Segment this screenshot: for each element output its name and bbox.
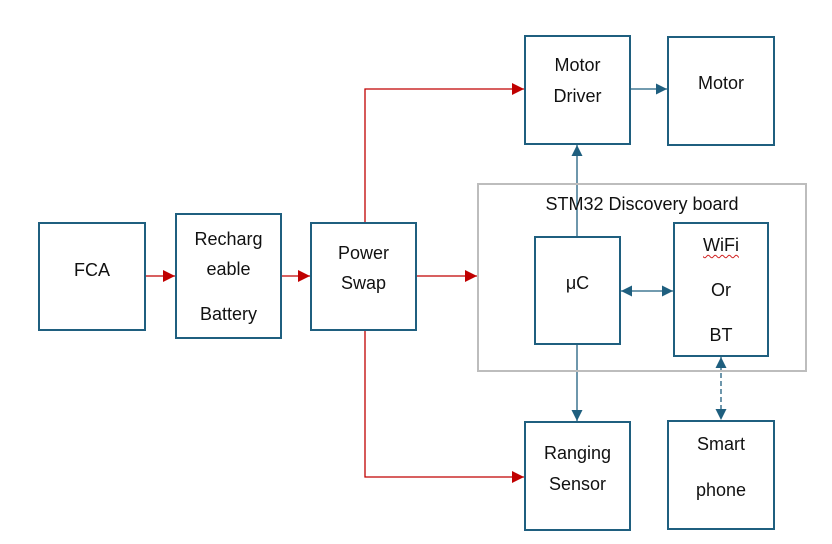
power-swap-label-line1: Power (337, 243, 390, 263)
power-line-swap-motor-driver (364, 83, 524, 222)
wireless-label-line3: BT (709, 325, 733, 345)
ranging-sensor-label-line2: Sensor (548, 474, 607, 494)
smartphone-block: Smart phone (667, 420, 775, 530)
smartphone-label-line2: phone (695, 480, 747, 500)
fca-label: FCA (74, 260, 110, 280)
wireless-label-line2: Or (711, 280, 731, 300)
ranging-sensor-label-line1: Ranging (543, 443, 612, 463)
power-swap-label-line2: Swap (340, 273, 387, 293)
microcontroller-block: μC (534, 236, 621, 345)
motor-driver-block: Motor Driver (524, 35, 631, 145)
battery-label-line3: Battery (199, 304, 258, 324)
motor-block: Motor (667, 36, 775, 146)
wireless-label-line1: WiFi (675, 235, 767, 256)
wifi-text: WiFi (703, 235, 739, 255)
stm32-board-title-text: STM32 Discovery board (545, 194, 739, 214)
rechargeable-battery-block: Recharg eable Battery (175, 213, 282, 339)
fca-block: FCA (38, 222, 146, 331)
motor-driver-label-line2: Driver (553, 86, 602, 106)
power-line-swap-ranging-sensor (364, 331, 524, 483)
smartphone-label-line1: Smart (696, 434, 745, 454)
ranging-sensor-block: Ranging Sensor (524, 421, 631, 531)
stm32-board-title: STM32 Discovery board (477, 194, 807, 215)
microcontroller-label: μC (565, 273, 590, 293)
motor-driver-label-line1: Motor (554, 55, 601, 75)
wireless-module-block: WiFi Or BT (673, 222, 769, 357)
stm32-board-container (477, 183, 807, 372)
power-swap-block: Power Swap (310, 222, 417, 331)
motor-label: Motor (697, 73, 744, 93)
battery-label-line1: Recharg (194, 229, 263, 249)
battery-label-line2: eable (206, 259, 251, 279)
